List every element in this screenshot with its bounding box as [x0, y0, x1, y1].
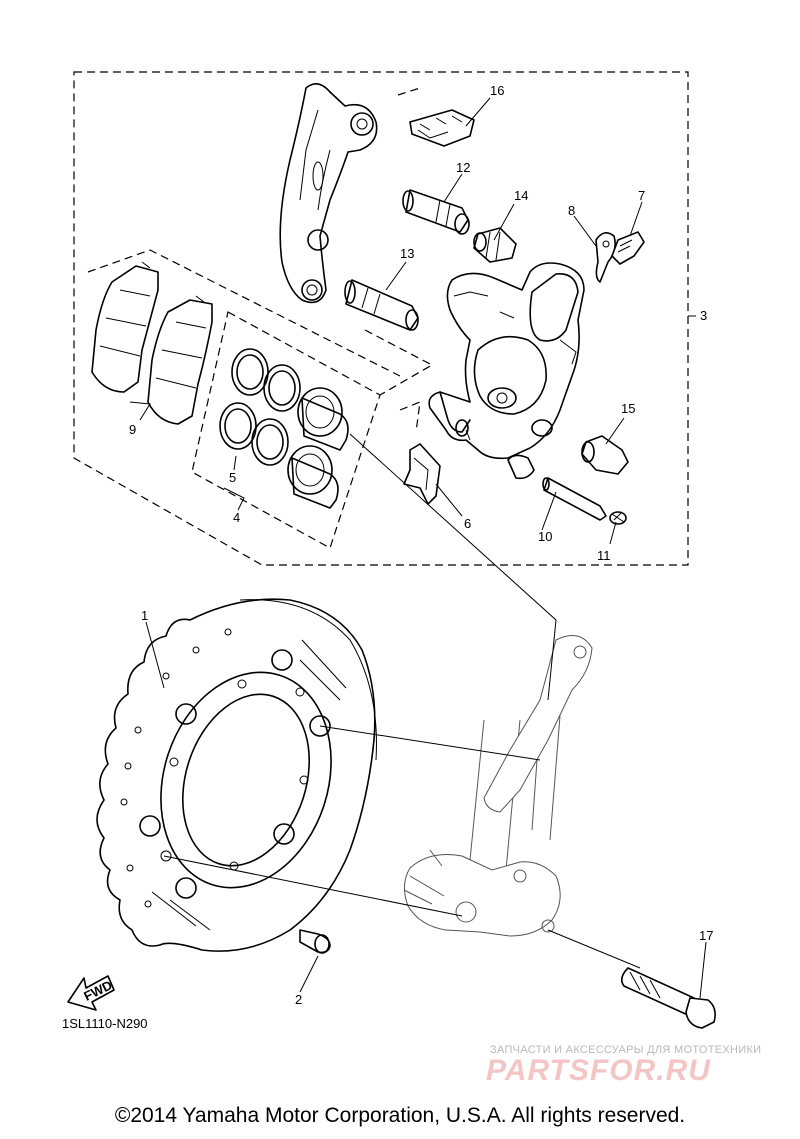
fork-leg — [403, 635, 593, 937]
callout-15: 15 — [621, 401, 635, 416]
clip-11 — [609, 511, 627, 525]
callout-17: 17 — [699, 928, 713, 943]
leader-lines — [129, 97, 707, 999]
callout-4: 4 — [233, 510, 240, 525]
caliper-bolt-17 — [620, 967, 716, 1029]
callout-2: 2 — [295, 992, 302, 1007]
pad-spring — [409, 109, 475, 147]
piston-seals-5 — [219, 348, 301, 466]
callout-6: 6 — [464, 516, 471, 531]
caliper-assembly-dashed-box — [73, 71, 689, 566]
copyright-notice: ©2014 Yamaha Motor Corporation, U.S.A. A… — [114, 1104, 686, 1127]
slide-pin-12 — [402, 189, 470, 235]
pad-support-6 — [403, 443, 441, 505]
callout-7: 7 — [638, 188, 645, 203]
caliper-body — [428, 262, 585, 480]
callout-14: 14 — [514, 188, 528, 203]
callout-5: 5 — [229, 470, 236, 485]
slide-pin-13 — [344, 279, 419, 331]
callout-9: 9 — [129, 422, 136, 437]
callout-1: 1 — [141, 608, 148, 623]
pad-dashed-outline-2 — [364, 329, 434, 396]
piston-kit-dashed-box — [191, 311, 381, 549]
fwd-arrow-icon: FWD — [67, 975, 115, 1011]
disc-screw-2 — [299, 929, 331, 954]
brake-pad-outer — [91, 261, 159, 393]
diagram-code: 1SL1110-N290 — [62, 1016, 148, 1031]
callout-11: 11 — [597, 548, 611, 563]
slide-pin-dashed — [397, 87, 421, 433]
caliper-bracket — [279, 83, 378, 304]
callout-3: 3 — [700, 308, 707, 323]
callout-16: 16 — [490, 83, 504, 98]
watermark-logo: PARTSFOR.RU — [486, 1054, 711, 1087]
callout-13: 13 — [400, 246, 414, 261]
watermark-tagline: ЗАПЧАСТИ И АКСЕССУАРЫ ДЛЯ МОТОТЕХНИКИ — [490, 1044, 762, 1056]
brake-pad-inner — [147, 295, 213, 425]
brake-disc — [96, 598, 377, 952]
callout-12: 12 — [456, 160, 470, 175]
pistons-4 — [287, 387, 349, 509]
callout-10: 10 — [538, 529, 552, 544]
pad-pin-10 — [542, 477, 607, 521]
callout-8: 8 — [568, 203, 575, 218]
fwd-label: FWD — [81, 977, 114, 1003]
plug-15 — [581, 435, 629, 475]
bleed-screw-7 — [611, 231, 645, 265]
pad-dashed-outline — [87, 249, 401, 377]
boot-14 — [473, 227, 517, 263]
